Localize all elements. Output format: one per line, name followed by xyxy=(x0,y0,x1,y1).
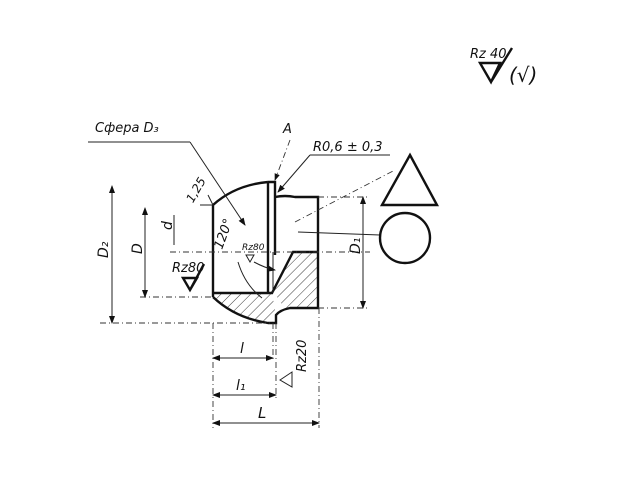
circle-symbol xyxy=(378,211,432,265)
general-roughness-symbol: Rz 40 (√) xyxy=(470,47,537,87)
dimension-d2: D₂ xyxy=(96,241,112,258)
face-roughness: Rz20 xyxy=(295,340,310,372)
radius-label: R0,6 ± 0,3 xyxy=(313,140,383,155)
dimension-l: l xyxy=(240,341,244,357)
inner-roughness: Rz80 xyxy=(242,243,265,253)
dimension-d1: D₁ xyxy=(348,238,364,254)
section-lower-left xyxy=(213,293,275,323)
dimension-l1: l₁ xyxy=(236,378,246,394)
general-roughness-bracket: (√) xyxy=(509,63,537,87)
dimension-d: D xyxy=(130,243,146,254)
chamfer-label: 1,25 xyxy=(183,175,208,205)
section-right xyxy=(272,252,318,308)
dimension-small-d: d xyxy=(160,221,176,230)
angle-label: 120° xyxy=(212,217,237,252)
view-label: A xyxy=(282,122,292,137)
sphere-label: Сфера D₃ xyxy=(95,121,159,136)
bore-roughness: Rz80 xyxy=(172,261,204,276)
dimension-total-l: L xyxy=(258,404,266,422)
triangle-symbol xyxy=(379,152,440,207)
general-roughness-label: Rz 40 xyxy=(470,47,507,62)
